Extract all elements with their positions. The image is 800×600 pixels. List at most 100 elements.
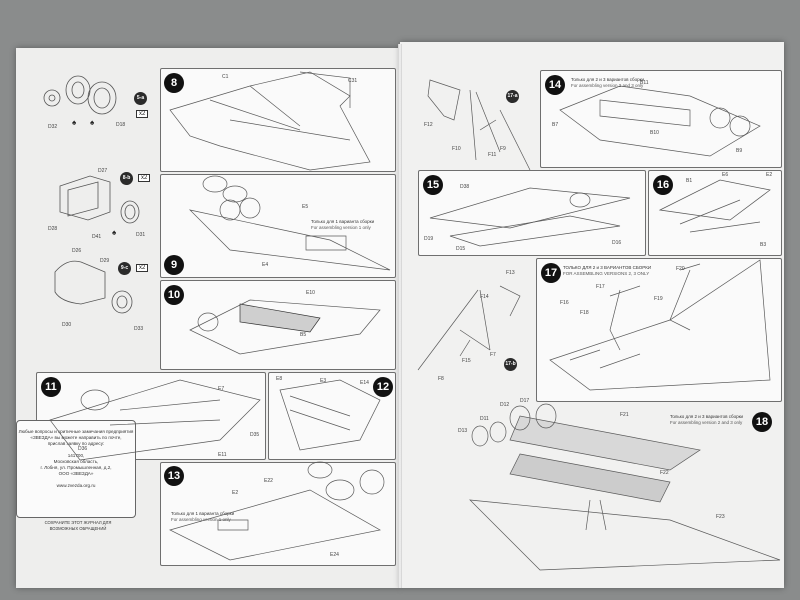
part-label: F22 bbox=[660, 470, 669, 476]
part-label: F23 bbox=[716, 514, 725, 520]
part-label: D16 bbox=[612, 240, 622, 246]
part-label: B9 bbox=[736, 148, 743, 154]
part-label: D18 bbox=[116, 122, 126, 128]
part-label: F9 bbox=[500, 146, 506, 152]
step-number: 15 bbox=[423, 175, 443, 195]
part-label: D30 bbox=[62, 322, 72, 328]
quantity-box: x2 bbox=[136, 264, 149, 272]
part-label: D12 bbox=[500, 402, 510, 408]
part-label: E4 bbox=[262, 262, 269, 268]
part-label: E2 bbox=[766, 172, 773, 178]
part-label: B3 bbox=[760, 242, 767, 248]
part-label: E24 bbox=[330, 552, 339, 558]
part-label: F18 bbox=[580, 310, 589, 316]
part-label: D27 bbox=[98, 168, 108, 174]
part-label: B1 bbox=[686, 178, 693, 184]
info-line: г. Лобня, ул. Промышленная, д.2, bbox=[40, 465, 112, 470]
part-label: E8 bbox=[276, 376, 283, 382]
part-label: F17 bbox=[596, 284, 605, 290]
part-label: E2 bbox=[232, 490, 239, 496]
part-label: E7 bbox=[218, 386, 225, 392]
part-label: E22 bbox=[264, 478, 273, 484]
step-panel-8: 8 bbox=[160, 68, 396, 172]
part-label: D32 bbox=[48, 124, 58, 130]
part-label: D36 bbox=[78, 446, 88, 452]
part-label: F20 bbox=[676, 266, 685, 272]
info-line: прислав заявку по адресу: bbox=[47, 441, 105, 446]
part-label: E3 bbox=[320, 378, 327, 384]
part-label: D38 bbox=[460, 184, 470, 190]
page-spine bbox=[398, 44, 402, 588]
glue-marker-icon: ♠ bbox=[90, 118, 95, 127]
part-label: B11 bbox=[640, 80, 649, 86]
info-line: 141700, bbox=[67, 453, 85, 458]
part-label: F19 bbox=[654, 296, 663, 302]
part-label: D15 bbox=[456, 246, 466, 252]
part-label: D31 bbox=[136, 232, 146, 238]
subassembly-badge: 9-c bbox=[118, 262, 131, 275]
step-number: 14 bbox=[545, 75, 565, 95]
info-line: ООО «ЗВЕЗДА» bbox=[58, 471, 94, 476]
step-number: 10 bbox=[164, 285, 184, 305]
part-label: F7 bbox=[490, 352, 496, 358]
part-label: F13 bbox=[506, 270, 515, 276]
subassembly-badge: 5-a bbox=[134, 92, 147, 105]
part-label: B10 bbox=[650, 130, 659, 136]
subassembly-badge: 8-b bbox=[120, 172, 133, 185]
step-panel-12: 12 bbox=[268, 372, 396, 460]
part-label: E11 bbox=[218, 452, 227, 458]
quantity-box: x2 bbox=[136, 110, 149, 118]
part-label: F16 bbox=[560, 300, 569, 306]
part-label: F15 bbox=[462, 358, 471, 364]
part-label: F11 bbox=[488, 152, 497, 158]
part-label: C1 bbox=[222, 74, 229, 80]
part-label: E14 bbox=[360, 380, 369, 386]
info-line: «ЗВЕЗДА» вы можете направить по почте, bbox=[30, 435, 122, 440]
part-label: E5 bbox=[302, 204, 309, 210]
step-panel-16: 16 bbox=[648, 170, 782, 256]
part-label: F12 bbox=[424, 122, 433, 128]
info-line: www.zvezda.org.ru bbox=[56, 483, 96, 488]
step-number: 12 bbox=[373, 377, 393, 397]
part-label: F14 bbox=[480, 294, 489, 300]
subassembly-badge: 17-b bbox=[504, 358, 517, 371]
part-label: D29 bbox=[100, 258, 110, 264]
step-number: 16 bbox=[653, 175, 673, 195]
part-label: F8 bbox=[438, 376, 444, 382]
step-number: 11 bbox=[41, 377, 61, 397]
part-label: B5 bbox=[300, 332, 307, 338]
part-label: E10 bbox=[306, 290, 315, 296]
subassembly-badge: 17-a bbox=[506, 90, 519, 103]
quantity-box: x2 bbox=[138, 174, 151, 182]
part-label: F21 bbox=[620, 412, 629, 418]
part-label: D28 bbox=[48, 226, 58, 232]
part-label: C31 bbox=[348, 78, 358, 84]
part-label: D41 bbox=[92, 234, 102, 240]
part-label: F10 bbox=[452, 146, 461, 152]
part-label: D11 bbox=[480, 416, 489, 422]
step-number: 18 bbox=[752, 412, 772, 432]
info-line: Любые вопросы и критичные замечания пред… bbox=[18, 429, 134, 434]
glue-marker-icon: ♠ bbox=[112, 228, 117, 237]
step-number: 17 bbox=[541, 263, 561, 283]
step-number: 8 bbox=[164, 73, 184, 93]
step-panel-15: 15 bbox=[418, 170, 646, 256]
part-label: D19 bbox=[424, 236, 434, 242]
part-label: D35 bbox=[250, 432, 260, 438]
info-line: Московская область, bbox=[53, 459, 99, 464]
manufacturer-info-box: Любые вопросы и критичные замечания пред… bbox=[16, 420, 136, 518]
part-label: D13 bbox=[458, 428, 468, 434]
step-number: 13 bbox=[164, 466, 184, 486]
part-label: D26 bbox=[72, 248, 82, 254]
